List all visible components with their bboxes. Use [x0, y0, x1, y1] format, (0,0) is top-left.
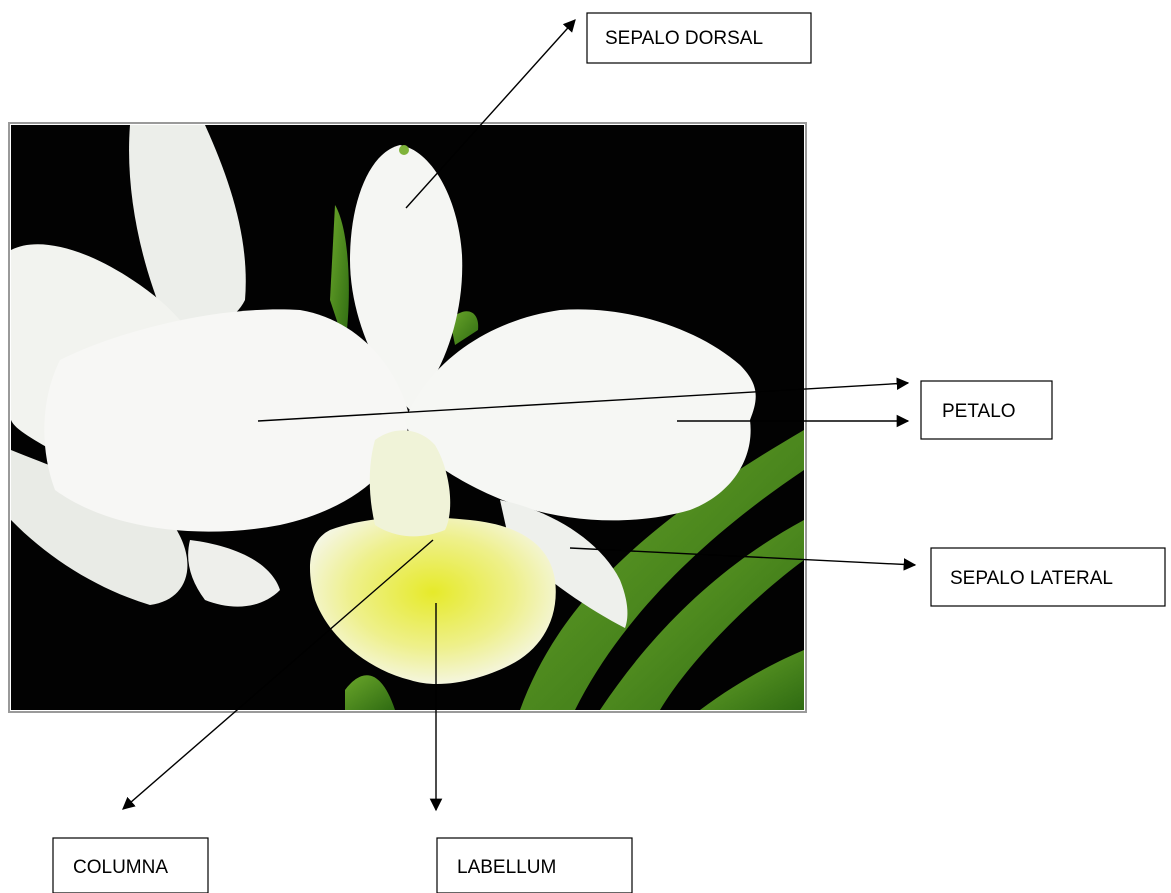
- label-columna-text: COLUMNA: [73, 857, 168, 878]
- label-sepalo-lateral-text: SEPALO LATERAL: [950, 568, 1113, 589]
- label-sepalo-dorsal-text: SEPALO DORSAL: [605, 28, 763, 49]
- label-petalo: PETALO: [921, 381, 1052, 439]
- label-sepalo-lateral: SEPALO LATERAL: [931, 548, 1165, 606]
- label-columna: COLUMNA: [53, 838, 208, 893]
- orchid-photo: [9, 123, 806, 712]
- label-labellum-text: LABELLUM: [457, 857, 556, 878]
- label-sepalo-dorsal: SEPALO DORSAL: [587, 13, 811, 63]
- label-petalo-text: PETALO: [942, 401, 1016, 422]
- label-labellum: LABELLUM: [437, 838, 632, 893]
